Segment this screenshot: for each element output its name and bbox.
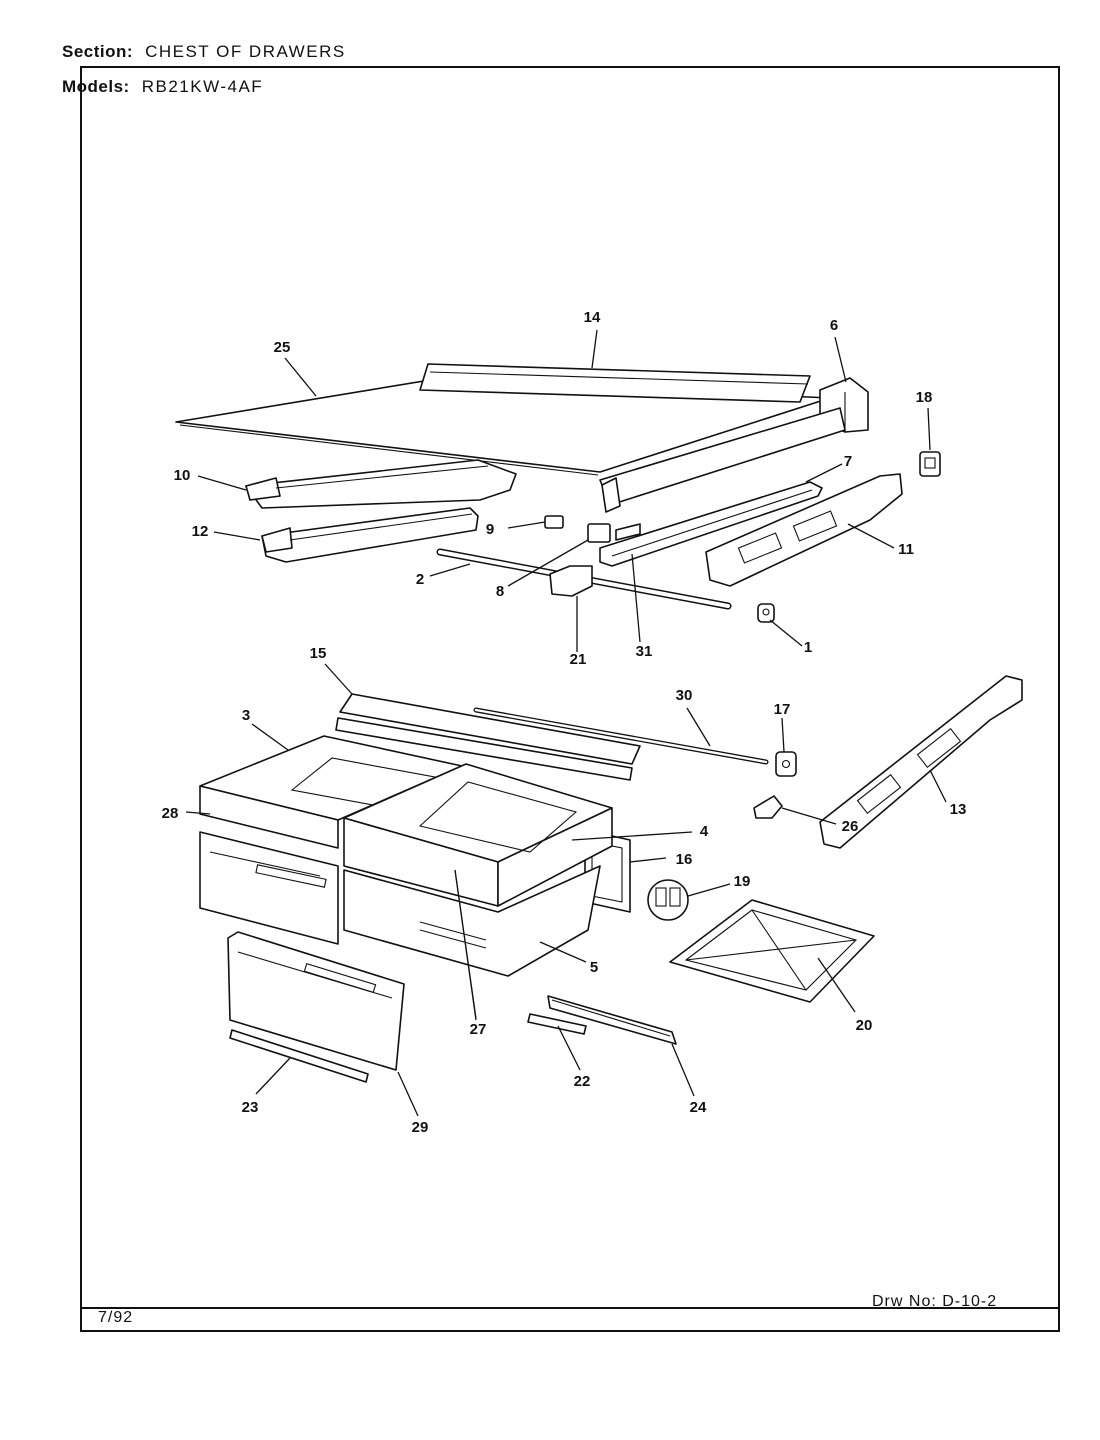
callout-labels: 14 6 25 18 10 7 12 9 11 2 8 21 31 1 15 3…: [162, 309, 967, 1136]
part-11-right-side-rail: [705, 473, 903, 587]
callout-10: 10: [174, 467, 191, 484]
callout-27: 27: [470, 1021, 487, 1038]
callout-26: 26: [842, 818, 859, 835]
drawing-date: 7/92: [98, 1309, 134, 1326]
callout-6: 6: [830, 317, 838, 334]
part-5-drawer-bin: [343, 865, 601, 977]
models-header: Models: RB21KW-4AF: [62, 77, 263, 97]
part-31-bracket: [615, 523, 641, 541]
part-22-trim: [527, 1013, 587, 1035]
callout-7: 7: [844, 453, 852, 470]
part-4-right-crisper: [343, 763, 613, 907]
callout-2: 2: [416, 571, 424, 588]
callout-18: 18: [916, 389, 933, 406]
part-1-clip: [757, 603, 775, 623]
part-18-clip: [919, 451, 941, 477]
callout-22: 22: [574, 1073, 591, 1090]
callout-20: 20: [856, 1017, 873, 1034]
callout-12: 12: [192, 523, 209, 540]
part-24-slide: [547, 995, 677, 1045]
callout-15: 15: [310, 645, 327, 662]
section-value: CHEST OF DRAWERS: [145, 42, 346, 61]
part-23-trim-strip: [229, 1029, 369, 1083]
callout-17: 17: [774, 701, 791, 718]
callout-23: 23: [242, 1099, 259, 1116]
part-19-cap: [647, 879, 689, 921]
callout-24: 24: [690, 1099, 707, 1116]
part-15-cover-strip: [335, 693, 641, 781]
callout-19: 19: [734, 873, 751, 890]
part-26-cam: [753, 795, 783, 819]
callout-8: 8: [496, 583, 504, 600]
drawing-number: Drw No: D-10-2: [872, 1293, 998, 1310]
callout-1: 1: [804, 639, 812, 656]
right-shelf-rail: [599, 407, 846, 513]
leader-lines: [185, 329, 947, 1117]
part-14-rear-trim: [419, 363, 811, 403]
part-10-upper-left-rail: [245, 459, 517, 509]
part-8-block: [587, 523, 611, 543]
callout-21: 21: [570, 651, 587, 668]
section-label: Section:: [62, 42, 134, 61]
callout-30: 30: [676, 687, 693, 704]
models-value: RB21KW-4AF: [141, 77, 264, 96]
callout-31: 31: [636, 643, 653, 660]
part-21-bracket: [549, 565, 593, 597]
callout-4: 4: [700, 823, 709, 840]
part-30-rod: [473, 707, 769, 765]
section-header: Section: CHEST OF DRAWERS: [62, 42, 346, 62]
models-label: Models:: [62, 77, 130, 96]
callout-14: 14: [584, 309, 601, 326]
drawing-frame: [80, 66, 1060, 1332]
callout-9: 9: [486, 521, 494, 538]
part-9-clip: [544, 515, 564, 529]
part-12-lower-left-rail: [261, 507, 479, 563]
part-28-left-drawer-front: [199, 831, 339, 945]
callout-25: 25: [274, 339, 291, 356]
callout-13: 13: [950, 801, 967, 818]
callout-16: 16: [676, 851, 693, 868]
part-7-slide-rail: [599, 481, 823, 567]
footer-rule: [80, 1307, 1060, 1309]
callout-5: 5: [590, 959, 598, 976]
part-29-front-panel: [227, 931, 405, 1071]
part-20-tray-frame: [669, 899, 875, 1003]
callout-3: 3: [242, 707, 250, 724]
callout-29: 29: [412, 1119, 429, 1136]
part-17-clip: [775, 751, 797, 777]
callout-11: 11: [898, 541, 914, 558]
part-13-right-rail: [819, 675, 1023, 849]
callout-28: 28: [162, 805, 179, 822]
